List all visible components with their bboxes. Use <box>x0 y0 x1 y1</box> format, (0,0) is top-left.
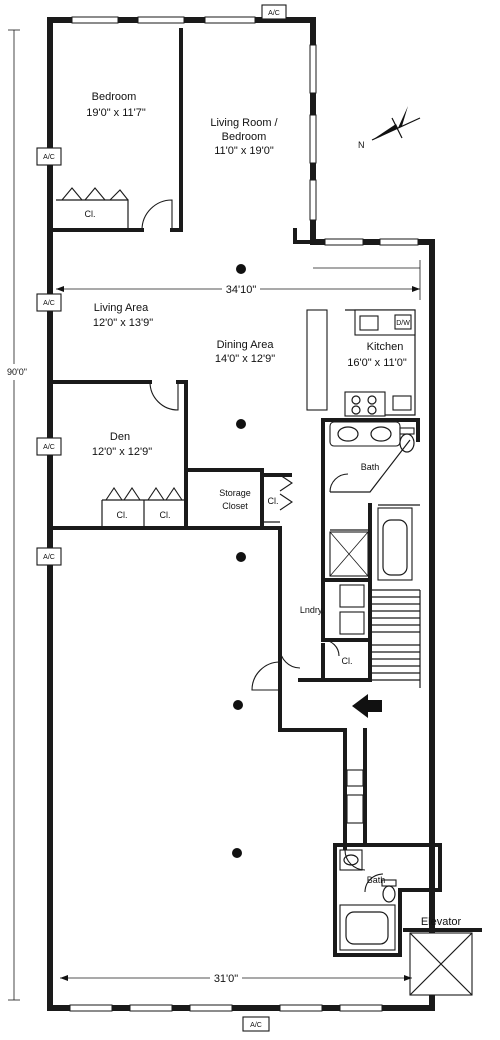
ceiling-lights <box>232 264 246 858</box>
entry-arrow-icon <box>352 694 382 718</box>
svg-text:A/C: A/C <box>43 154 55 161</box>
ac-unit: A/C <box>36 547 62 566</box>
svg-text:A/C: A/C <box>43 300 55 307</box>
storage-closet-line2: Closet <box>222 501 248 511</box>
den-name: Den <box>110 431 130 443</box>
ac-unit: A/C <box>261 4 287 20</box>
exterior-wall <box>47 17 435 1011</box>
compass-north-label: N <box>358 140 365 150</box>
dimension-34-10: 34'10" <box>226 284 257 296</box>
stairs <box>370 589 421 688</box>
living-bedroom-name-2: Bedroom <box>222 131 267 143</box>
closet-label: Cl. <box>160 510 171 520</box>
living-bedroom-size: 11'0" x 19'0" <box>214 145 274 157</box>
bedroom-size: 19'0" x 11'7" <box>86 107 146 119</box>
dining-area-size: 14'0" x 12'9" <box>215 353 275 365</box>
overall-height-dimension: 90'0" <box>6 29 28 1001</box>
closet-label: Cl. <box>268 496 279 506</box>
svg-text:A/C: A/C <box>43 444 55 451</box>
compass-icon: N <box>358 106 421 150</box>
windows <box>69 16 419 1012</box>
closet-label: Cl. <box>85 209 96 219</box>
elevator-shaft <box>409 932 473 996</box>
doors <box>61 187 384 893</box>
kitchen-name: Kitchen <box>367 341 404 353</box>
svg-text:A/C: A/C <box>250 1022 262 1029</box>
width-dimension-mid: 34'10" <box>56 281 420 296</box>
closet-label: Cl. <box>342 656 353 666</box>
lower-fixtures <box>339 769 397 951</box>
den-size: 12'0" x 12'9" <box>92 446 152 458</box>
bedroom-name: Bedroom <box>92 91 137 103</box>
dimension-31: 31'0" <box>214 973 238 985</box>
dishwasher-label: D/W <box>396 320 410 327</box>
laundry-name: Lndry. <box>300 605 324 615</box>
living-bedroom-name-1: Living Room / <box>210 117 278 129</box>
svg-text:A/C: A/C <box>43 554 55 561</box>
ac-unit: A/C <box>242 1016 270 1032</box>
storage-closet-line1: Storage <box>219 488 251 498</box>
dimension-90: 90'0" <box>7 367 27 377</box>
elevator-name: Elevator <box>421 916 462 928</box>
living-area-name: Living Area <box>94 302 149 314</box>
dining-area-name: Dining Area <box>217 339 275 351</box>
kitchen-counters: D/W <box>306 260 421 417</box>
bath-fixtures <box>329 421 415 635</box>
living-area-size: 12'0" x 13'9" <box>93 317 153 329</box>
kitchen-size: 16'0" x 11'0" <box>347 357 407 369</box>
closet-label: Cl. <box>117 510 128 520</box>
bath-upper-name: Bath <box>361 462 380 472</box>
ac-unit: A/C <box>36 293 62 312</box>
bath-lower-name: Bath <box>367 875 386 885</box>
width-dimension-bottom: 31'0" <box>60 970 412 985</box>
ac-unit: A/C <box>36 437 62 456</box>
svg-text:A/C: A/C <box>268 10 280 17</box>
ac-unit: A/C <box>36 147 62 166</box>
